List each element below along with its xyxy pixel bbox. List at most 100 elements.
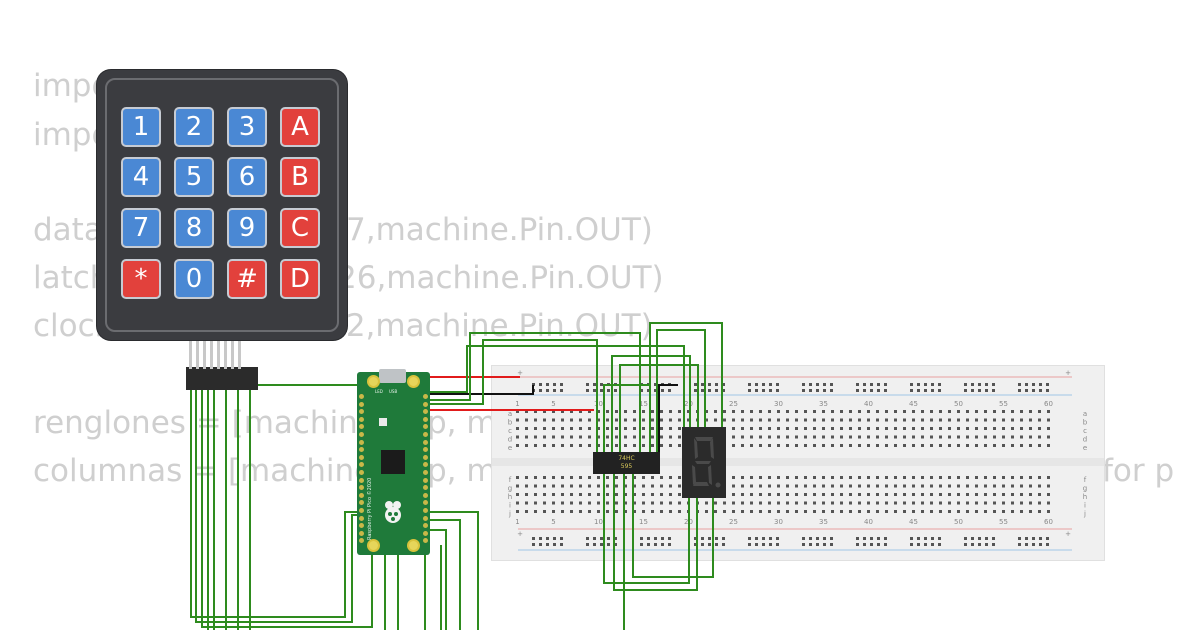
rail-hole [870, 537, 873, 540]
breadboard-hole [1002, 493, 1005, 496]
rail-hole [607, 389, 610, 392]
breadboard-hole [975, 476, 978, 479]
breadboard-hole [768, 493, 771, 496]
row-letter: e [1083, 444, 1087, 452]
breadboard-hole [939, 510, 942, 513]
breadboard-hole [669, 444, 672, 447]
breadboard-hole [894, 476, 897, 479]
breadboard-hole [705, 410, 708, 413]
shift-register-74hc595[interactable]: 74HC 595 [593, 452, 660, 474]
breadboard-hole [723, 418, 726, 422]
breadboard-hole [651, 493, 654, 496]
breadboard-hole [849, 493, 852, 496]
keypad-key-3[interactable]: 3 [227, 107, 267, 147]
breadboard-hole [831, 501, 834, 505]
breadboard-hole [768, 510, 771, 513]
breadboard-hole [678, 493, 681, 496]
keypad-key-star[interactable]: * [121, 259, 161, 299]
rail-hole [722, 389, 725, 392]
breadboard-hole [1011, 427, 1014, 430]
keypad-key-b[interactable]: B [280, 157, 320, 197]
rail-hole [586, 383, 589, 386]
breadboard-hole [831, 444, 834, 447]
breadboard-hole [678, 435, 681, 439]
breadboard-hole [858, 510, 861, 513]
column-number-top: 55 [999, 400, 1008, 408]
breadboard-hole [975, 427, 978, 430]
keypad-key-1[interactable]: 1 [121, 107, 161, 147]
rail-hole [647, 537, 650, 540]
rail-hole [748, 389, 751, 392]
seven-segment-display[interactable] [682, 427, 726, 498]
breadboard-hole [930, 510, 933, 513]
rail-hole [553, 543, 556, 546]
breadboard-hole [624, 444, 627, 447]
rail-hole [964, 389, 967, 392]
breadboard-hole [615, 476, 618, 479]
breadboard-hole [579, 444, 582, 447]
breadboard-hole [858, 427, 861, 430]
breadboard-hole [903, 493, 906, 496]
bootsel-button[interactable] [379, 418, 387, 426]
breadboard-hole [786, 476, 789, 479]
keypad-key-4[interactable]: 4 [121, 157, 161, 197]
breadboard-hole [642, 435, 645, 439]
breadboard-hole [930, 427, 933, 430]
keypad-key-7[interactable]: 7 [121, 208, 161, 248]
breadboard-hole [813, 501, 816, 505]
breadboard-hole [714, 501, 717, 505]
breadboard-hole [930, 493, 933, 496]
keypad-key-5[interactable]: 5 [174, 157, 214, 197]
rail-hole [924, 537, 927, 540]
breadboard-hole [561, 418, 564, 422]
rail-hole [708, 543, 711, 546]
breadboard-hole [795, 444, 798, 447]
breadboard-hole [750, 484, 753, 488]
breadboard-hole [741, 410, 744, 413]
rail-hole [830, 389, 833, 392]
rail-hole [600, 383, 603, 386]
breadboard-hole [552, 501, 555, 505]
keypad-key-c[interactable]: C [280, 208, 320, 248]
breadboard-hole [633, 476, 636, 479]
keypad-key-a[interactable]: A [280, 107, 320, 147]
rail-hole [863, 543, 866, 546]
keypad-key-2[interactable]: 2 [174, 107, 214, 147]
keypad-pin [231, 337, 234, 369]
breadboard-hole [1029, 435, 1032, 439]
breadboard-hole [1011, 501, 1014, 505]
wire-sr-seg-8 [619, 364, 699, 455]
rail-hole [755, 383, 758, 386]
breadboard-hole [849, 435, 852, 439]
keypad-key-0[interactable]: 0 [174, 259, 214, 299]
breadboard-hole [570, 476, 573, 479]
breadboard-hole [1020, 418, 1023, 422]
rail-hole [776, 389, 779, 392]
breadboard-hole [651, 435, 654, 439]
keypad-key-9[interactable]: 9 [227, 208, 267, 248]
raspberry-pi-pico[interactable]: LED USB Raspberry Pi Pico ©2020 [357, 369, 430, 555]
keypad-key-8[interactable]: 8 [174, 208, 214, 248]
shift-register-label: 74HC 595 [618, 455, 635, 470]
breadboard-hole [678, 501, 681, 505]
column-number-top: 5 [551, 400, 555, 408]
row-letter: h [1083, 493, 1087, 501]
breadboard-hole [615, 493, 618, 496]
keypad-key-hash[interactable]: # [227, 259, 267, 299]
breadboard-hole [768, 501, 771, 505]
breadboard-hole [1038, 510, 1041, 513]
breadboard-hole [804, 435, 807, 439]
breadboard-hole [624, 427, 627, 430]
breadboard-hole [993, 493, 996, 496]
breadboard-hole [921, 427, 924, 430]
rail-hole [1039, 537, 1042, 540]
keypad-key-d[interactable]: D [280, 259, 320, 299]
breadboard-hole [822, 435, 825, 439]
breadboard-hole [948, 493, 951, 496]
breadboard-hole [669, 501, 672, 505]
breadboard-hole [579, 476, 582, 479]
breadboard-hole [750, 418, 753, 422]
keypad-key-6[interactable]: 6 [227, 157, 267, 197]
